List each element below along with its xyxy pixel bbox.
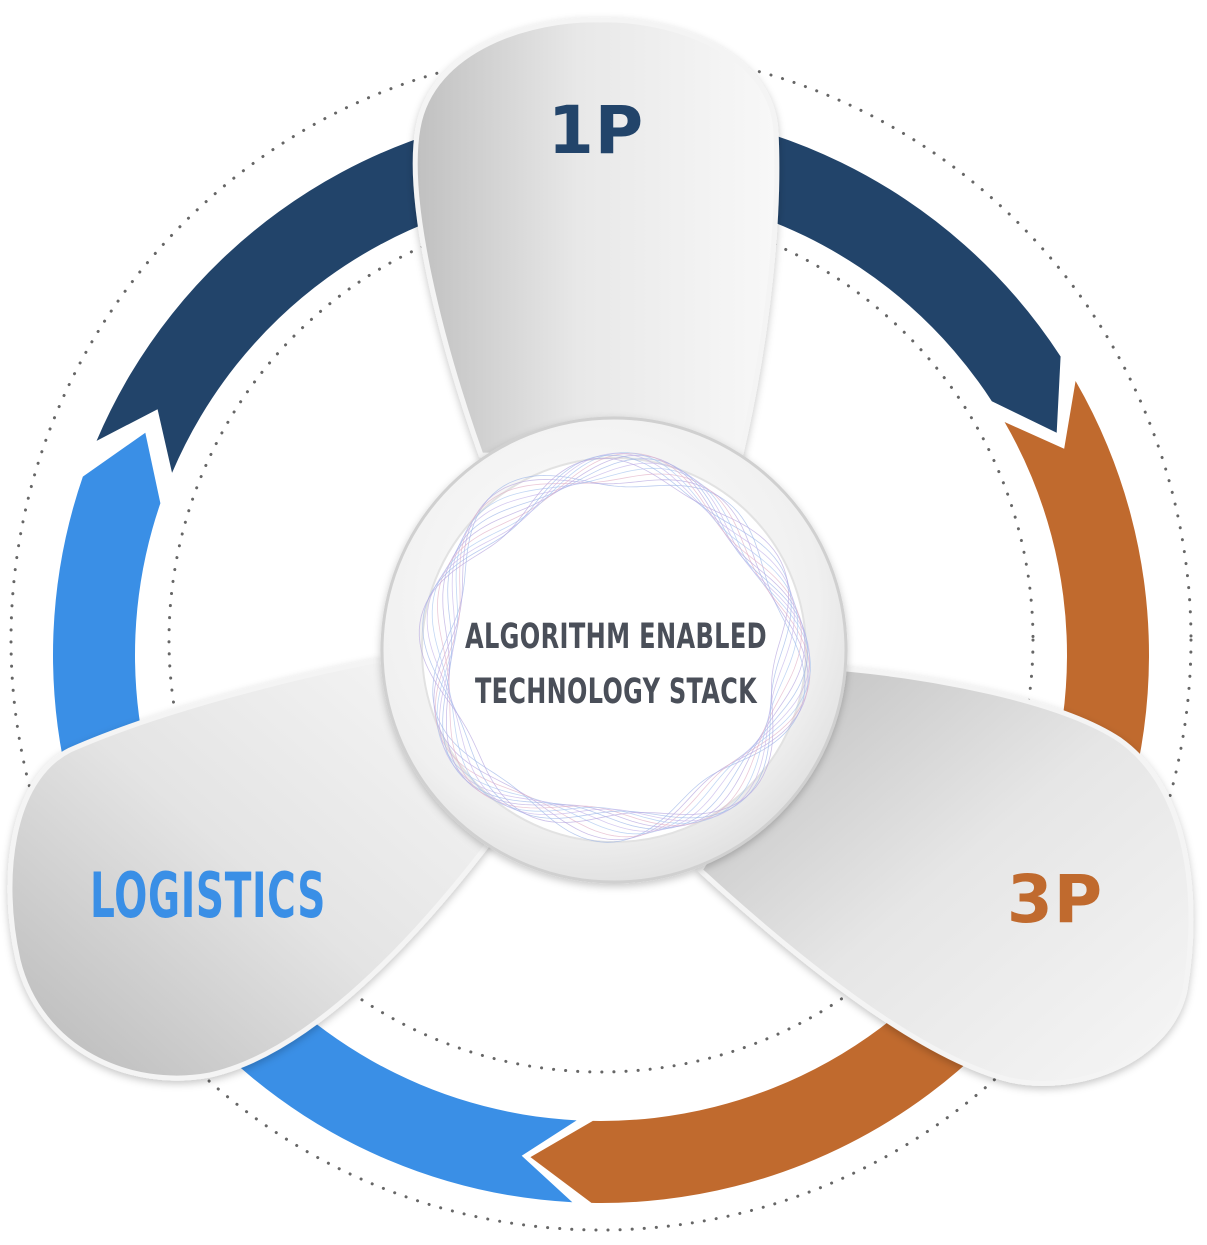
wave-line — [442, 454, 806, 828]
blade-logistics — [7, 657, 499, 1081]
outer-dotted-ring — [9, 48, 1193, 1232]
wave-line — [436, 467, 811, 835]
inner-dotted-ring — [167, 206, 1035, 1074]
center-hub — [380, 416, 848, 884]
blade-3p — [696, 665, 1194, 1086]
hub-label-line1: ALGORITHM ENABLED — [465, 617, 767, 657]
wave-ring-decoration — [418, 452, 811, 843]
label-1p: 1P — [548, 92, 644, 169]
blade-1p — [412, 17, 780, 461]
arrow-segment-1p — [96, 107, 1061, 473]
wave-line — [434, 473, 811, 838]
wave-line — [442, 458, 809, 830]
label-3p: 3P — [1007, 861, 1103, 938]
wave-line — [418, 457, 789, 823]
wave-line — [437, 452, 802, 826]
wave-line — [432, 474, 806, 843]
label-logistics: LOGISTICS — [90, 859, 326, 932]
hub-label-line2: TECHNOLOGY STACK — [475, 672, 758, 712]
wave-line — [422, 454, 792, 819]
wave-line — [439, 462, 811, 832]
